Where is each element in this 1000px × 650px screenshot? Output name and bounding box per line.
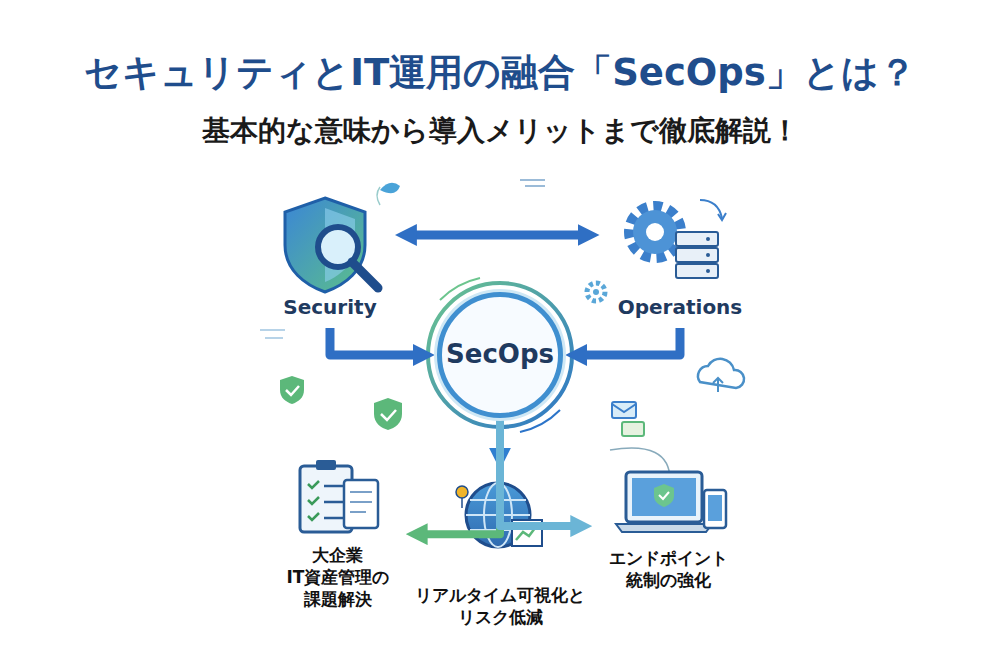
operations-node: Operations [604, 190, 757, 326]
flow-arrow [330, 328, 415, 355]
clipboard-icon [300, 460, 378, 532]
flow-arrow [500, 420, 573, 526]
node-label: 大企業 IT資産管理の 課題解決 [287, 544, 390, 610]
node-label: リアルタイム可視化と リスク低減 [415, 584, 585, 628]
subtitle: 基本的な意味から導入メリットまで徹底解説！ [0, 112, 1000, 150]
operations-icon [520, 180, 726, 278]
hub-label: SecOps [446, 338, 554, 372]
node-label: Security [283, 294, 376, 320]
secops-circle: SecOps [437, 292, 563, 418]
flow-arrow [425, 420, 500, 534]
node-label: Operations [618, 294, 743, 320]
secops-ring [428, 283, 572, 427]
security-icon [285, 183, 400, 292]
laptop-icon [616, 472, 726, 532]
small-gear [587, 283, 605, 301]
benefit-box: 大企業 IT資産管理の 課題解決 [273, 452, 404, 616]
flow-arrow [585, 328, 680, 355]
node-label: エンドポイント 統制の強化 [609, 547, 728, 591]
cloud-mail-icons [610, 359, 744, 480]
flow-arrow [415, 231, 580, 240]
benefit-box: エンドポイント 統制の強化 [595, 455, 742, 597]
title: セキュリティとIT運用の融合「SecOps」とは？ [0, 48, 1000, 98]
security-node: Security [269, 190, 390, 326]
benefit-box: リアルタイム可視化と リスク低減 [401, 470, 599, 634]
